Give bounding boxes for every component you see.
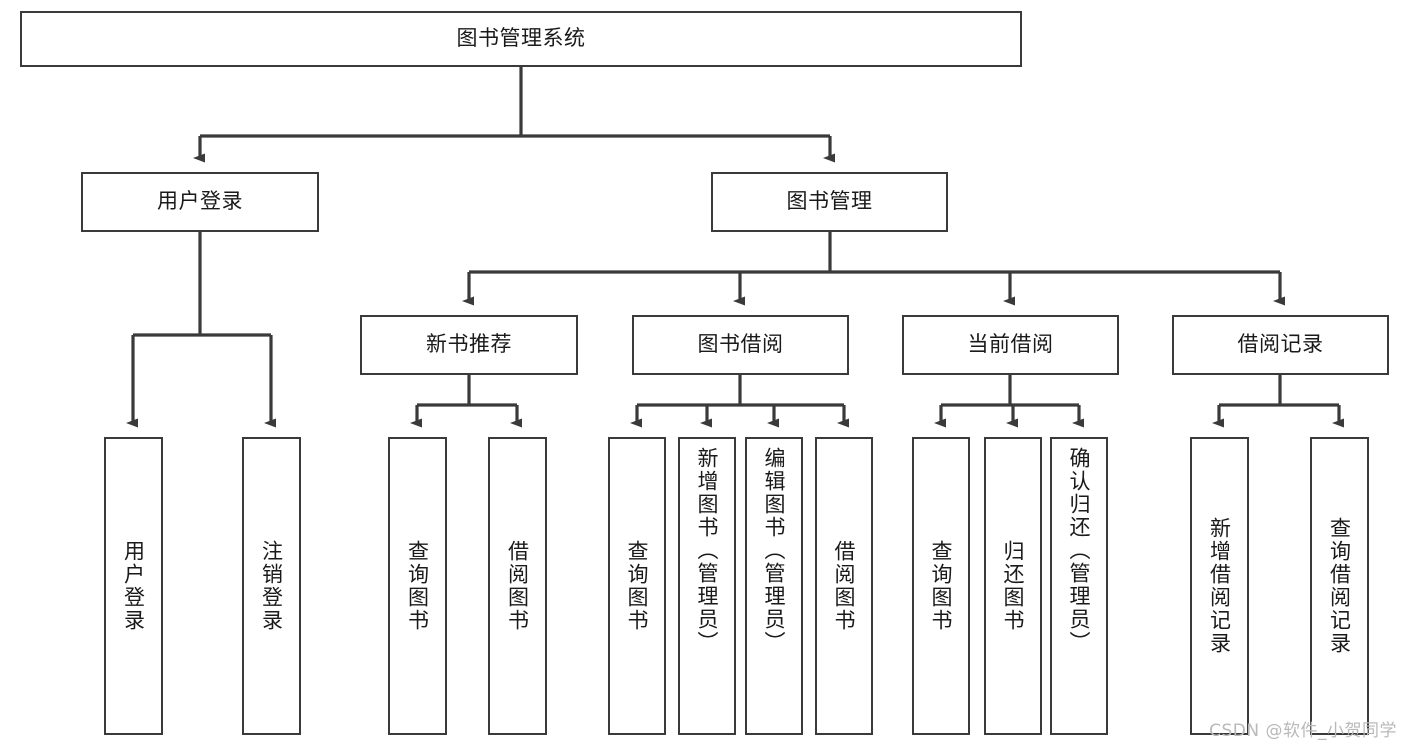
leaf-node[interactable]: 查询借阅记录 <box>1310 437 1369 735</box>
node-book-borrow[interactable]: 图书借阅 <box>632 315 849 375</box>
node-root-label: 图书管理系统 <box>456 26 586 51</box>
leaf-node[interactable]: 借阅图书 <box>815 437 873 735</box>
node-current-borrow-label: 当前借阅 <box>967 332 1054 357</box>
node-current-borrow[interactable]: 当前借阅 <box>902 315 1119 375</box>
node-new-book-recommend-label: 新书推荐 <box>426 332 512 357</box>
node-new-book-recommend[interactable]: 新书推荐 <box>360 315 578 375</box>
node-book-borrow-label: 图书借阅 <box>697 332 784 357</box>
node-user-login[interactable]: 用户登录 <box>81 172 319 232</box>
leaf-node-label: 查询图书 <box>929 540 954 632</box>
leaf-node[interactable]: 查询图书 <box>912 437 970 735</box>
leaf-node-label: 查询图书 <box>405 540 430 632</box>
node-borrow-record-label: 借阅记录 <box>1237 332 1324 357</box>
leaf-node-label: 注销登录 <box>259 540 284 632</box>
node-borrow-record[interactable]: 借阅记录 <box>1172 315 1389 375</box>
leaf-node[interactable]: 注销登录 <box>242 437 301 735</box>
node-user-login-label: 用户登录 <box>157 189 243 214</box>
leaf-node[interactable]: 归还图书 <box>984 437 1042 735</box>
leaf-node-label: 新增图书（管理员） <box>695 447 720 654</box>
leaf-node[interactable]: 编辑图书（管理员） <box>745 437 803 735</box>
leaf-node[interactable]: 查询图书 <box>388 437 447 735</box>
leaf-node-label: 用户登录 <box>121 540 146 632</box>
leaf-node-label: 查询借阅记录 <box>1327 517 1352 655</box>
leaf-node-label: 编辑图书（管理员） <box>762 447 787 654</box>
leaf-node[interactable]: 确认归还（管理员） <box>1050 437 1108 735</box>
leaf-node-label: 归还图书 <box>1001 540 1026 632</box>
leaf-node-label: 查询图书 <box>625 540 650 632</box>
node-root-system[interactable]: 图书管理系统 <box>20 11 1022 67</box>
node-book-management[interactable]: 图书管理 <box>711 172 948 232</box>
leaf-node-label: 借阅图书 <box>832 540 857 632</box>
leaf-node-label: 新增借阅记录 <box>1207 517 1232 655</box>
leaf-node-label: 借阅图书 <box>505 540 530 632</box>
node-book-management-label: 图书管理 <box>786 189 873 214</box>
leaf-node[interactable]: 新增借阅记录 <box>1190 437 1249 735</box>
leaf-node[interactable]: 查询图书 <box>608 437 666 735</box>
leaf-node[interactable]: 借阅图书 <box>488 437 547 735</box>
leaf-node[interactable]: 用户登录 <box>104 437 163 735</box>
leaf-node-label: 确认归还（管理员） <box>1067 447 1092 654</box>
leaf-node[interactable]: 新增图书（管理员） <box>678 437 736 735</box>
watermark-text: CSDN @软件_小贺同学 <box>1209 721 1397 741</box>
